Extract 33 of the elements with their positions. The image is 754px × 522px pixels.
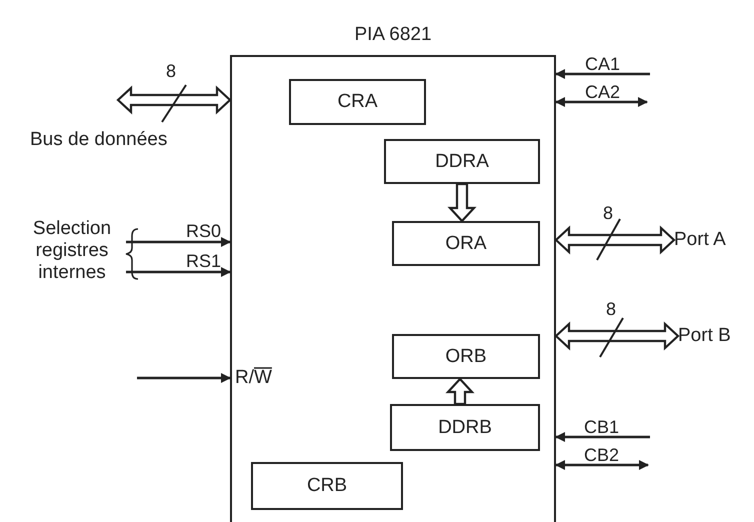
arrow <box>137 373 231 383</box>
arrow <box>555 69 650 79</box>
signal-label: CB2 <box>584 446 620 464</box>
port-label: Port A <box>674 229 750 253</box>
port-label: Port B <box>678 325 754 349</box>
arrow <box>555 97 648 107</box>
signal-label: RS1 <box>186 252 222 270</box>
signal-label: R/W <box>235 368 272 387</box>
register-box: DDRB <box>390 404 540 451</box>
signal-group-label: Selection registres internes <box>18 218 126 284</box>
bus-width-label: 8 <box>603 204 614 222</box>
hollow-arrow <box>554 225 676 255</box>
arrow <box>126 237 231 247</box>
chip-title: PIA 6821 <box>354 25 432 44</box>
signal-label: CB1 <box>584 418 620 436</box>
bus-label: Bus de données <box>30 130 168 149</box>
register-box: ORA <box>392 221 540 266</box>
hollow-arrow <box>445 377 475 406</box>
arrow <box>555 432 650 442</box>
register-box: DDRA <box>384 139 540 184</box>
signal-label: CA2 <box>585 83 620 101</box>
register-box: CRB <box>251 462 403 510</box>
signal-label: CA1 <box>585 55 620 73</box>
signal-label: RS0 <box>186 222 222 240</box>
register-box: ORB <box>392 334 540 379</box>
hollow-arrow <box>554 321 680 351</box>
bus-width-label: 8 <box>166 62 176 80</box>
hollow-arrow <box>447 182 477 223</box>
bus-width-label: 8 <box>606 300 616 318</box>
register-box: CRA <box>289 79 426 125</box>
arrow <box>555 460 649 470</box>
arrow <box>126 267 231 277</box>
hollow-arrow <box>116 85 232 115</box>
